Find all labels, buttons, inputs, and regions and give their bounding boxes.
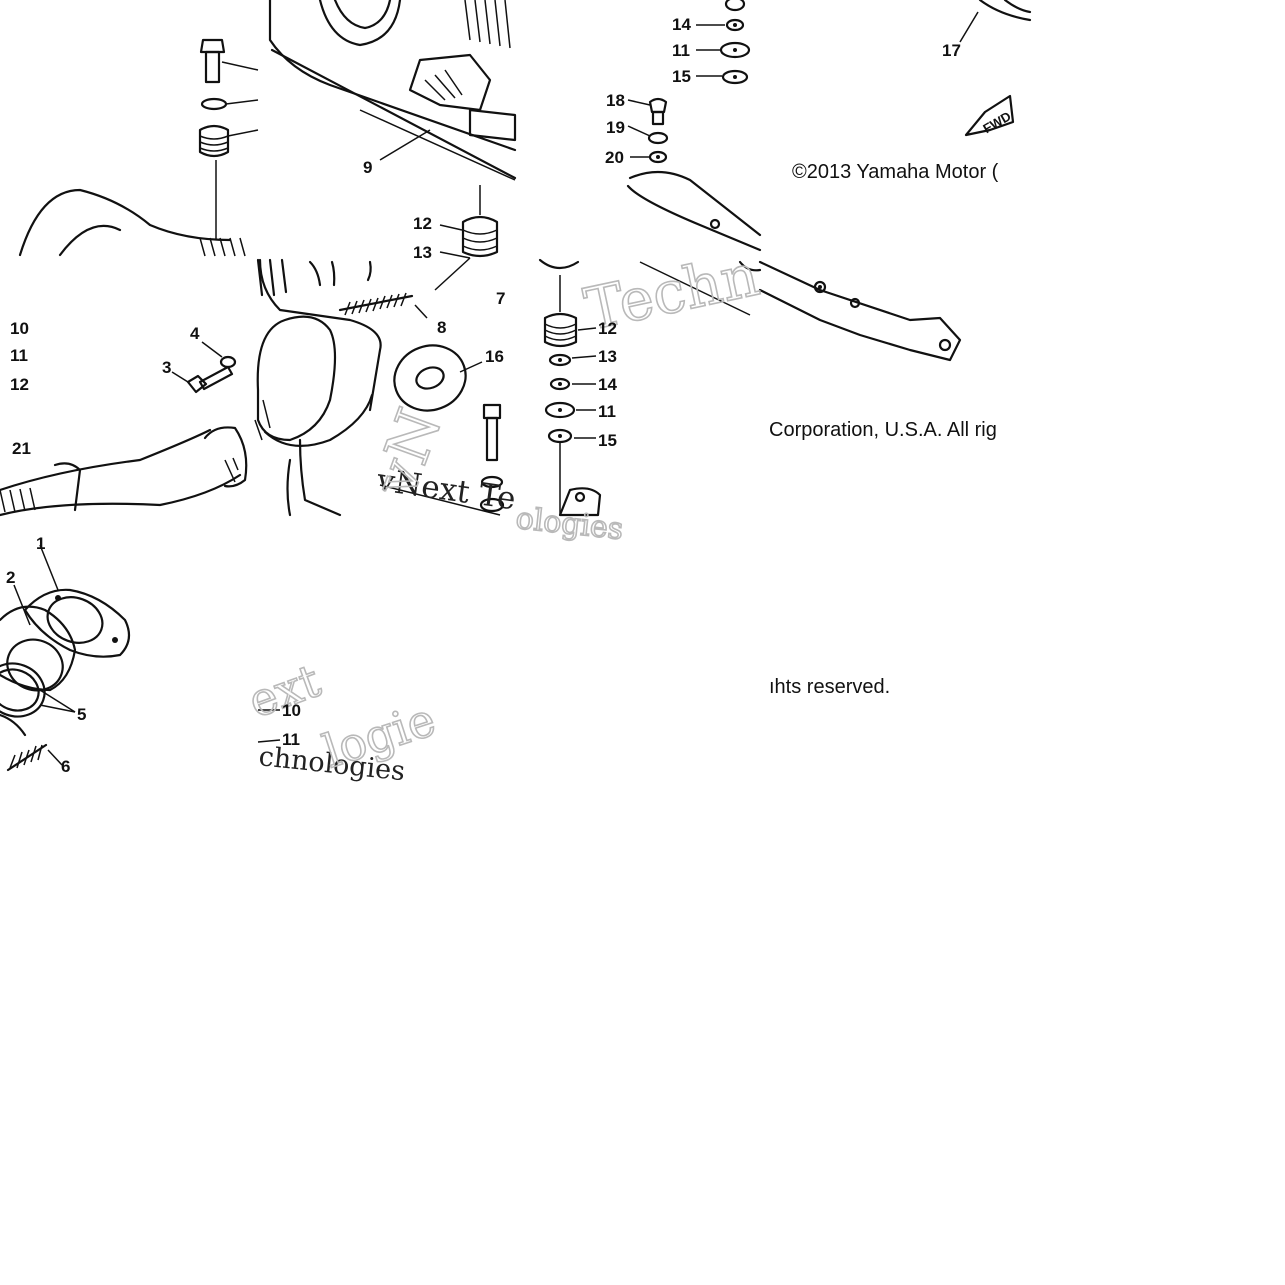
callout-11-left: 11 <box>10 346 28 365</box>
callout-13: 13 <box>413 243 432 262</box>
tile-middle-right: Corporation, U.S.A. All rig <box>538 258 997 517</box>
exhaust-pipe-illustration <box>18 188 246 257</box>
callout-18: 18 <box>606 91 625 110</box>
callout-12: 12 <box>413 214 432 233</box>
callout-17: 17 <box>942 41 961 60</box>
callout-20: 20 <box>605 148 624 167</box>
flange-pipe-illustration <box>0 426 248 517</box>
callout-labels: 9 12 13 7 8 16 14 11 15 18 19 20 17 10 1… <box>6 15 961 776</box>
callout-2: 2 <box>6 568 15 587</box>
callout-14-top: 14 <box>672 15 691 34</box>
callout-5: 5 <box>77 705 86 724</box>
callout-11-mid: 11 <box>598 402 616 421</box>
exhaust-flange-illustration <box>0 544 131 737</box>
watermark-layer: vNext Te ologies Techn ext chnologies lo… <box>240 240 765 787</box>
callout-14-mid: 14 <box>598 375 617 394</box>
grommet-stack-illustration <box>538 258 597 515</box>
bolt-long-illustration <box>479 403 505 513</box>
callout-10-left: 10 <box>10 319 29 338</box>
callout-1: 1 <box>36 534 45 553</box>
callout-11-top: 11 <box>672 41 690 60</box>
callout-13-mid: 13 <box>598 347 617 366</box>
tile-middle-center <box>254 257 505 517</box>
callout-12-mid: 12 <box>598 319 617 338</box>
copyright-line-1: ©2013 Yamaha Motor ( <box>792 161 999 183</box>
tile-top-right: FWD ©2013 Yamaha Motor ( <box>626 0 1032 252</box>
spring-illustration <box>338 292 428 319</box>
callout-9: 9 <box>363 158 372 177</box>
screw-illustration <box>627 97 669 164</box>
callout-16: 16 <box>485 347 504 366</box>
callout-10-bottom: 10 <box>282 701 301 720</box>
callout-8: 8 <box>437 318 446 337</box>
small-spring-illustration <box>6 743 63 772</box>
mount-bracket-illustration <box>558 260 962 517</box>
outlet-elbow-illustration <box>254 258 501 517</box>
tile-top-middle <box>268 0 517 259</box>
callout-3: 3 <box>162 358 171 377</box>
callout-7: 7 <box>496 289 505 308</box>
bracket-arm-illustration <box>626 0 1032 252</box>
fwd-arrow-badge: FWD <box>964 94 1015 136</box>
copyright-line-2: Corporation, U.S.A. All rig <box>769 419 997 441</box>
callout-4: 4 <box>190 324 200 343</box>
bolt-3-illustration <box>171 341 237 394</box>
callout-19: 19 <box>606 118 625 137</box>
rubber-grommet-illustration <box>439 185 499 259</box>
callout-12-left: 12 <box>10 375 29 394</box>
callout-15-top: 15 <box>672 67 691 86</box>
bolt-illustration <box>198 38 259 240</box>
callout-15-mid: 15 <box>598 431 617 450</box>
watermark-text-2: ologies <box>514 501 625 547</box>
tile-bottom-left <box>0 544 131 772</box>
callout-11-bottom: 11 <box>282 730 300 749</box>
callout-6: 6 <box>61 757 70 776</box>
callout-21: 21 <box>12 439 31 458</box>
gasket-16-illustration <box>393 344 483 412</box>
tile-top-left <box>18 38 259 257</box>
tile-middle-left <box>0 341 248 517</box>
copyright-line-3: ıhts reserved. <box>769 676 890 698</box>
tile-bottom-middle <box>257 709 281 743</box>
muffler-illustration <box>268 0 517 181</box>
washer-stack-illustration <box>696 0 751 85</box>
